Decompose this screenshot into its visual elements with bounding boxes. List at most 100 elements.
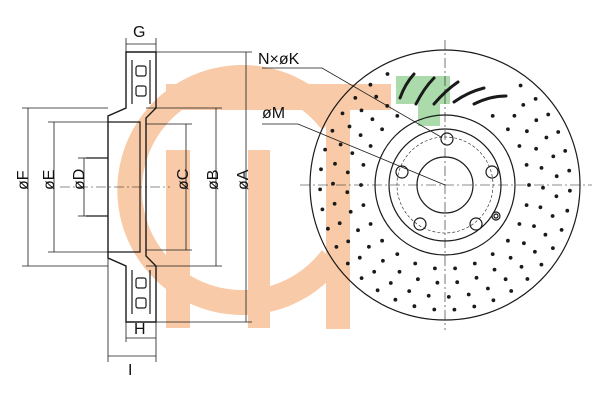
drill-hole	[331, 181, 335, 186]
drill-hole	[519, 264, 524, 269]
bolt-hole-4	[413, 217, 427, 231]
drill-hole	[556, 130, 561, 134]
drill-hole	[350, 151, 355, 156]
watermark-bar-right	[326, 84, 350, 329]
drill-hole	[433, 266, 437, 271]
vent-slot-3	[135, 277, 147, 289]
label-d: øD	[71, 169, 88, 190]
vent-slot-2	[135, 85, 147, 97]
label-i: I	[128, 362, 132, 379]
label-m: øM	[262, 105, 285, 122]
drill-hole	[348, 209, 353, 214]
drill-hole	[539, 262, 544, 267]
drill-hole	[361, 163, 366, 167]
drill-hole	[407, 289, 412, 293]
leader-lines	[262, 67, 446, 186]
drill-hole	[474, 275, 479, 280]
drill-hole	[368, 144, 373, 148]
label-h: H	[134, 321, 146, 338]
drill-hole	[503, 277, 508, 282]
drill-hole	[397, 269, 402, 274]
drill-hole	[453, 266, 457, 271]
drill-hole	[539, 166, 544, 170]
bolt-hole-3	[485, 165, 499, 179]
drill-hole	[538, 205, 543, 210]
drill-hole	[358, 133, 363, 138]
dimension-labels: G N×øK øM øF øE øD øC øB øA H I	[15, 24, 300, 379]
locating-hole	[491, 211, 501, 221]
slot-3	[432, 80, 460, 106]
drill-hole	[380, 127, 384, 132]
drill-hole	[346, 239, 351, 244]
drill-hole	[320, 207, 325, 212]
slot-4	[452, 86, 486, 104]
label-f: øF	[15, 170, 32, 190]
drill-hole	[334, 245, 339, 249]
drill-hole	[345, 261, 350, 266]
drill-hole	[395, 252, 400, 256]
drill-hole	[333, 161, 337, 166]
drill-hole	[506, 238, 510, 243]
drill-hole	[359, 108, 364, 113]
drill-hole	[345, 190, 350, 195]
drill-hole	[508, 255, 513, 260]
drill-hole	[518, 83, 523, 88]
drill-hole	[357, 255, 362, 260]
drill-hole	[541, 185, 545, 190]
drill-hole	[472, 261, 477, 266]
drill-hole	[361, 203, 366, 208]
drill-hole	[512, 113, 517, 118]
label-e: øE	[41, 170, 58, 190]
drill-hole	[532, 224, 536, 229]
drill-hole	[395, 114, 400, 118]
watermark-green-stem	[418, 100, 440, 126]
drill-hole	[509, 289, 514, 293]
drill-hole	[486, 286, 490, 291]
drill-hole	[517, 222, 522, 226]
drill-hole	[330, 128, 335, 133]
drill-hole	[559, 228, 564, 232]
drill-hole	[413, 261, 418, 266]
drill-hole	[521, 103, 526, 107]
watermark-bar-inner	[248, 150, 270, 328]
label-g: G	[133, 24, 145, 41]
drill-hole	[517, 144, 522, 148]
drill-hole	[385, 72, 390, 76]
drill-hole	[435, 280, 440, 285]
drill-hole	[326, 226, 330, 231]
label-a: øA	[235, 169, 252, 190]
drill-hole	[491, 298, 496, 303]
drill-hole	[375, 288, 380, 293]
label-n-x-k: N×øK	[258, 51, 300, 68]
drill-hole	[550, 214, 555, 218]
drill-hole	[546, 112, 551, 117]
drill-hole	[323, 147, 327, 152]
drill-hole	[472, 304, 477, 309]
drill-hole	[525, 129, 529, 134]
drill-hole	[372, 269, 377, 274]
drill-hole	[452, 307, 457, 312]
drill-hole	[568, 188, 572, 193]
drill-hole	[345, 170, 350, 175]
drill-hole	[367, 244, 371, 249]
drill-hole	[370, 117, 375, 122]
drill-hole	[368, 82, 373, 87]
drill-hole	[533, 249, 537, 254]
bolt-hole-5	[469, 217, 483, 231]
leader-m	[262, 123, 446, 186]
drill-hole	[506, 127, 510, 132]
watermark-bar-top	[166, 84, 391, 110]
drill-hole	[533, 97, 538, 101]
drill-hole	[356, 228, 360, 233]
drill-hole	[337, 221, 342, 226]
drill-hole	[332, 201, 337, 206]
drill-hole	[318, 187, 322, 192]
drill-hole	[551, 246, 555, 251]
drill-hole	[353, 96, 358, 100]
drill-hole	[490, 114, 495, 118]
drill-hole	[554, 174, 559, 179]
drill-hole	[426, 293, 431, 298]
drill-hole	[567, 168, 572, 173]
drill-hole	[466, 292, 471, 297]
bolt-hole-1	[440, 132, 454, 146]
